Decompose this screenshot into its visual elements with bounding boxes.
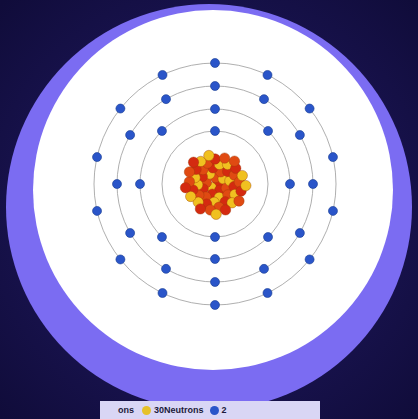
nucleon: [188, 157, 198, 167]
electron: [116, 104, 125, 113]
legend-strip: [100, 401, 320, 419]
legend-entry: 2: [210, 404, 227, 416]
orbits: [94, 63, 336, 305]
electron: [295, 131, 304, 140]
outer-ring: [6, 4, 412, 410]
electron: [264, 233, 273, 242]
electron: [162, 95, 171, 104]
nucleus: [180, 150, 251, 219]
electron: [305, 104, 314, 113]
inner-disc: [33, 10, 393, 370]
electron: [126, 131, 135, 140]
legend-swatch: [210, 406, 219, 415]
electron: [211, 127, 220, 136]
electron: [295, 229, 304, 238]
nucleon: [204, 150, 214, 160]
nucleon: [211, 209, 221, 219]
legend-text: 30Neutrons: [154, 404, 204, 416]
electron: [162, 264, 171, 273]
nucleon: [229, 156, 239, 166]
electron: [309, 180, 318, 189]
electron: [286, 180, 295, 189]
electron: [211, 301, 220, 310]
electron: [305, 255, 314, 264]
electron: [328, 206, 337, 215]
nucleon: [195, 204, 205, 214]
electron: [158, 289, 167, 298]
electrons: [93, 59, 338, 310]
electron: [263, 289, 272, 298]
electron: [93, 153, 102, 162]
electron: [157, 126, 166, 135]
electron: [211, 255, 220, 264]
electron: [158, 70, 167, 79]
nucleon: [234, 196, 244, 206]
electron: [211, 59, 220, 68]
legend-fragment: ons: [118, 404, 134, 416]
electron: [113, 180, 122, 189]
nucleon: [220, 205, 230, 215]
electron: [211, 233, 220, 242]
electron: [116, 255, 125, 264]
electron: [157, 233, 166, 242]
nucleon: [241, 180, 251, 190]
electron: [260, 264, 269, 273]
electron: [211, 278, 220, 287]
electron: [328, 153, 337, 162]
electron: [126, 229, 135, 238]
electron: [263, 70, 272, 79]
legend-swatch: [142, 406, 151, 415]
electron: [211, 82, 220, 91]
legend: ons 30Neutrons 2: [118, 403, 233, 417]
electron: [211, 105, 220, 114]
electron: [93, 206, 102, 215]
nucleon: [184, 167, 194, 177]
electron: [260, 95, 269, 104]
nucleon: [219, 153, 229, 163]
legend-entry: 30Neutrons: [142, 404, 204, 416]
nucleon: [237, 170, 247, 180]
electron: [136, 180, 145, 189]
electron: [264, 126, 273, 135]
legend-text: 2: [222, 404, 227, 416]
nucleon: [180, 182, 190, 192]
